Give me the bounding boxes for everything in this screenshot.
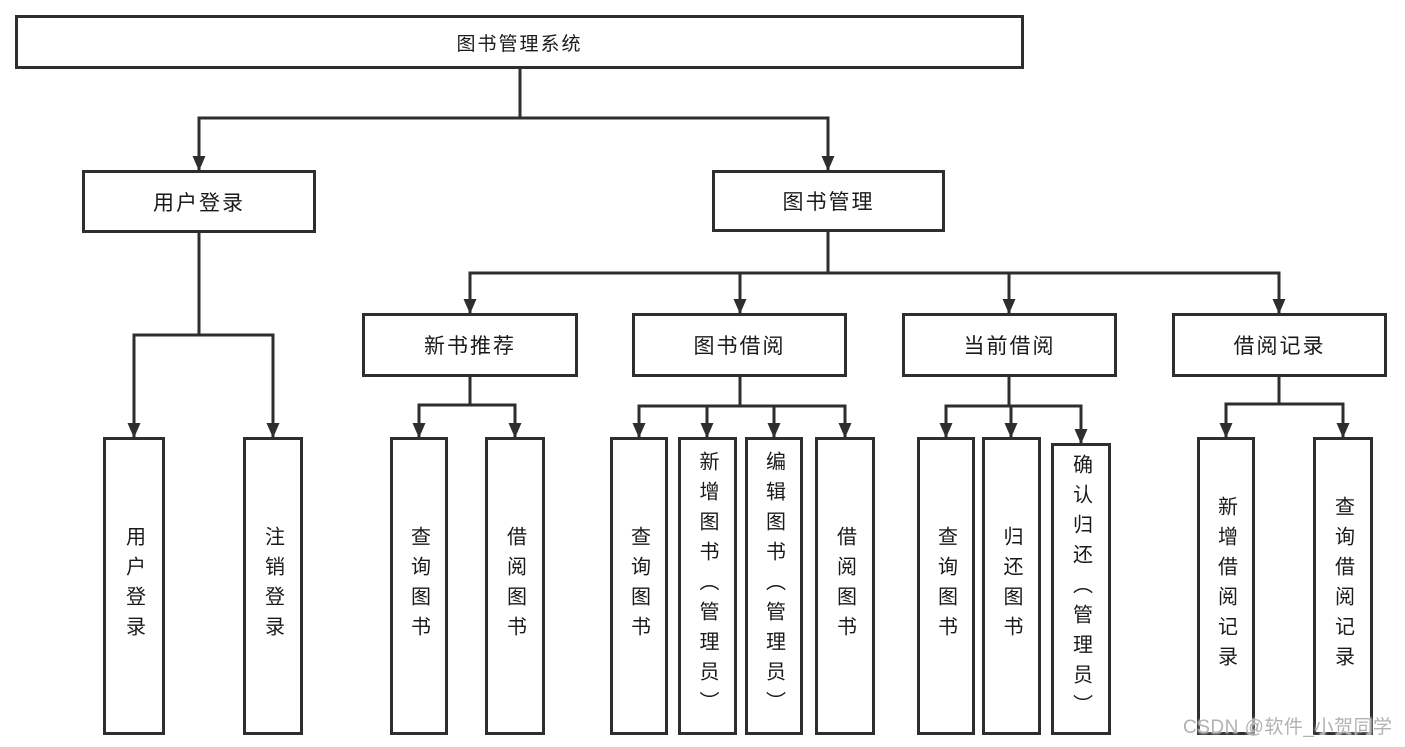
node-new-book-recommend: 新书推荐 (362, 313, 578, 377)
leaf-query-book-borrow: 查询图书 (610, 437, 668, 735)
connector-current-split (944, 375, 1083, 408)
leaf-borrow-book: 借阅图书 (815, 437, 875, 735)
connector-newbook-split (417, 375, 517, 407)
node-borrow-records: 借阅记录 (1172, 313, 1387, 377)
node-book-management: 图书管理 (712, 170, 945, 232)
connector-userlogin-split (132, 231, 275, 337)
leaf-query-borrow-record: 查询借阅记录 (1313, 437, 1373, 735)
node-user-login: 用户登录 (82, 170, 316, 233)
leaf-query-book-recommend: 查询图书 (390, 437, 448, 735)
connector-bookmgmt-split (468, 230, 1281, 275)
node-current-borrowing: 当前借阅 (902, 313, 1117, 377)
leaf-return-book: 归还图书 (982, 437, 1041, 735)
leaf-add-borrow-record: 新增借阅记录 (1197, 437, 1255, 735)
node-root-system: 图书管理系统 (15, 15, 1024, 69)
leaf-borrow-book-recommend: 借阅图书 (485, 437, 545, 735)
leaf-confirm-return-admin: 确认归还（管理员） (1051, 443, 1111, 735)
leaf-logout: 注销登录 (243, 437, 303, 735)
csdn-watermark: CSDN @软件_小贺同学 (1183, 717, 1393, 738)
connector-records-split (1224, 375, 1345, 406)
leaf-edit-book-admin: 编辑图书（管理员） (745, 437, 803, 735)
leaf-query-book-current: 查询图书 (917, 437, 975, 735)
connector-root-split (197, 67, 830, 120)
node-book-borrowing: 图书借阅 (632, 313, 847, 377)
leaf-user-login: 用户登录 (103, 437, 165, 735)
connector-borrow-split (637, 375, 847, 408)
leaf-add-book-admin: 新增图书（管理员） (678, 437, 737, 735)
